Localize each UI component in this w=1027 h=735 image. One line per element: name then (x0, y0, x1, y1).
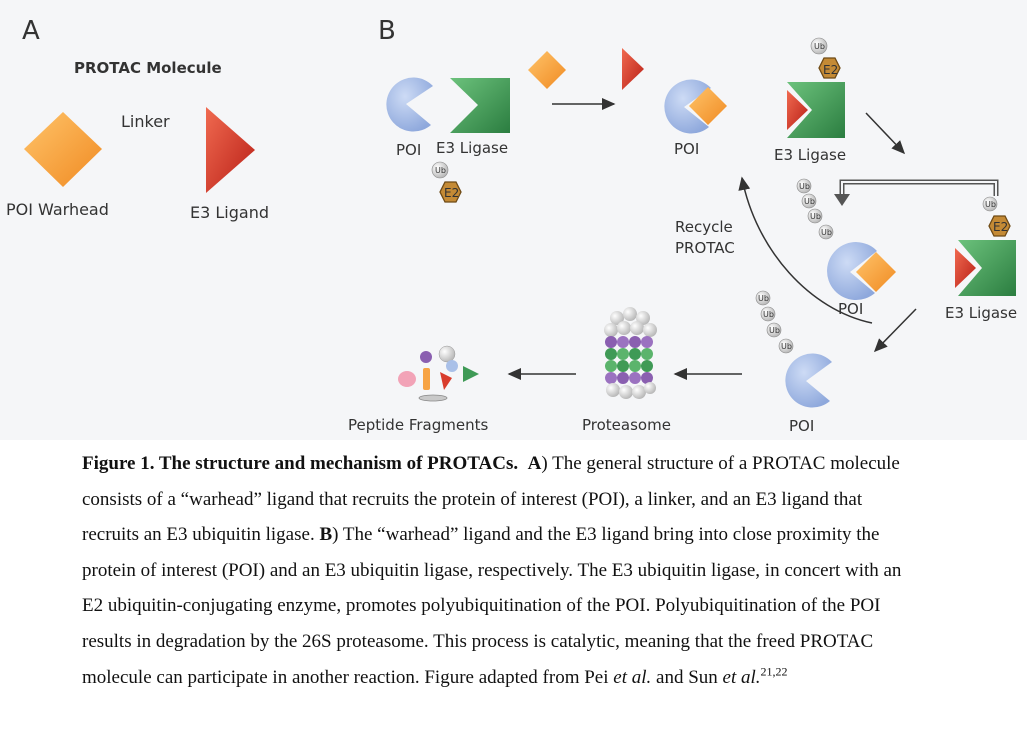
ub-chain-3: Ub Ub Ub Ub (796, 178, 834, 240)
free-e3-ligand (622, 48, 644, 90)
arrow-3 (873, 308, 917, 353)
panel-b-letter: B (378, 16, 396, 46)
recycle-arrow (738, 176, 873, 324)
caption-et-al-2: et al. (722, 666, 761, 688)
e3-ligand-label: E3 Ligand (190, 203, 269, 222)
svg-text:Ub: Ub (769, 326, 780, 335)
poi-warhead-2 (689, 87, 727, 125)
linker-label: Linker (121, 112, 170, 131)
caption-b-label: B (319, 524, 333, 546)
protac-molecule-title: PROTAC Molecule (74, 59, 222, 77)
proteasome-label: Proteasome (582, 416, 671, 434)
caption-mid-text: and Sun (651, 666, 723, 688)
svg-text:Ub: Ub (781, 342, 792, 351)
recycle-label-1: Recycle (675, 218, 733, 236)
ub-transfer-arrow (839, 179, 999, 196)
svg-text:E2: E2 (823, 63, 838, 77)
recycle-label-2: PROTAC (675, 239, 735, 257)
caption-a-text: ) The general structure of a PROTAC mole… (82, 453, 900, 546)
poi-warhead-diamond (24, 112, 102, 187)
caption-a-label: A (527, 453, 542, 474)
free-warhead (528, 51, 566, 89)
e2-ub-2: Ub E2 (810, 37, 841, 79)
svg-text:Ub: Ub (985, 200, 996, 209)
e3-ligase-2 (787, 82, 845, 138)
svg-text:E2: E2 (444, 186, 459, 200)
svg-text:Ub: Ub (763, 310, 774, 319)
e2-ub-3: Ub E2 (982, 196, 1011, 237)
e3-ligase-1 (450, 78, 510, 133)
svg-text:Ub: Ub (799, 182, 810, 191)
e3-ligase-label-3: E3 Ligase (945, 304, 1017, 322)
poi-pacman-2 (664, 79, 711, 134)
svg-text:Ub: Ub (810, 212, 821, 221)
diagram-canvas: A PROTAC Molecule Linker POI Warhead E3 … (6, 16, 1017, 435)
protac-figure: A PROTAC Molecule Linker POI Warhead E3 … (6, 16, 1018, 435)
poi-pacman-1 (386, 77, 433, 132)
panel-a-letter: A (22, 16, 40, 46)
poi-pacman-3 (827, 242, 877, 301)
svg-text:Ub: Ub (435, 166, 446, 175)
poi-pacman-4 (785, 353, 832, 408)
poi-label-4: POI (789, 417, 814, 435)
figure-caption: Figure 1. The structure and mechanism of… (82, 446, 902, 695)
svg-text:Ub: Ub (758, 294, 769, 303)
e3-ligand-2 (787, 90, 808, 130)
svg-text:Ub: Ub (814, 42, 825, 51)
poi-label-1: POI (396, 141, 421, 159)
svg-text:Ub: Ub (821, 228, 832, 237)
poi-warhead-3 (856, 252, 896, 292)
caption-et-al-1: et al. (613, 666, 652, 688)
e2-ub-1: Ub E2 (431, 161, 462, 203)
e3-ligase-label-1: E3 Ligase (436, 139, 508, 157)
e3-ligase-label-2: E3 Ligase (774, 146, 846, 164)
svg-text:Ub: Ub (804, 197, 815, 206)
e3-ligase-3 (958, 240, 1016, 296)
arrow-2 (865, 112, 906, 155)
e3-ligand-3 (955, 248, 976, 288)
svg-text:E2: E2 (993, 220, 1008, 234)
poi-label-2: POI (674, 140, 699, 158)
poi-warhead-label: POI Warhead (6, 200, 109, 219)
poi-label-3: POI (838, 300, 863, 318)
peptide-fragments-label: Peptide Fragments (348, 416, 488, 434)
caption-references: 21,22 (760, 664, 788, 679)
caption-figure-label: Figure 1. The structure and mechanism of… (82, 453, 519, 474)
proteasome-icon (604, 307, 657, 399)
e3-ligand-triangle (206, 107, 255, 193)
peptide-fragments-icon (398, 345, 479, 402)
ub-chain-4: Ub Ub Ub Ub (755, 290, 794, 354)
caption-b-text: ) The “warhead” ligand and the E3 ligand… (82, 524, 902, 688)
